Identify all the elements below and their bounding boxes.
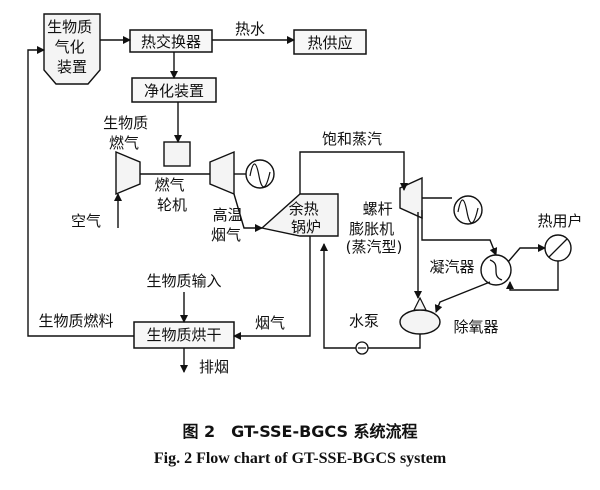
- waste-heat-boiler-label: 余热 锅炉: [289, 200, 324, 236]
- saturated-steam-label: 饱和蒸汽: [322, 130, 382, 148]
- figure-caption-english: Fig. 2 Flow chart of GT-SSE-BGCS system: [153, 450, 447, 467]
- flue-gas-label: 烟气: [255, 314, 285, 332]
- gasifier-label: 生物质 气化 装置: [47, 18, 97, 76]
- condenser-label: 凝汽器: [429, 258, 474, 276]
- deaerator-label: 除氧器: [453, 318, 498, 336]
- screw-expander-node: 螺杆 膨胀机 (蒸汽型): [346, 176, 452, 256]
- exhaust-smoke-label: 排烟: [199, 358, 229, 376]
- water-pump-node: 水泵: [349, 312, 379, 355]
- water-pump-label: 水泵: [349, 312, 379, 330]
- waste-heat-boiler-node: 余热 锅炉: [260, 193, 339, 237]
- condenser-node: 凝汽器: [429, 254, 512, 286]
- generator-icon: [453, 195, 483, 225]
- purifier-label: 净化装置: [144, 82, 204, 100]
- heat-user-label: 热用户: [537, 212, 582, 230]
- gas-turbine-label: 燃气 轮机: [155, 176, 190, 214]
- biomass-dryer-label: 生物质烘干: [146, 326, 221, 344]
- heat-exchanger-node: 热交换器: [129, 29, 213, 53]
- air-label: 空气: [71, 212, 101, 230]
- flow-diagram: 生物质 气化 装置 热交换器 热供应 净化装置 燃气 轮机: [27, 13, 583, 376]
- high-temp-flue-gas-label: 高温 烟气: [211, 206, 247, 244]
- biomass-dryer-node: 生物质烘干: [133, 321, 235, 349]
- deaerator-node: 除氧器: [399, 296, 499, 336]
- heat-supply-label: 热供应: [307, 34, 352, 52]
- purifier-node: 净化装置: [131, 77, 217, 103]
- gasifier-node: 生物质 气化 装置: [43, 13, 101, 85]
- generator-icon: [245, 159, 275, 189]
- figure-caption-chinese: 图 2 GT-SSE-BGCS 系统流程: [182, 422, 418, 441]
- heat-user-node: 热用户: [537, 212, 583, 262]
- gas-turbine-node: 燃气 轮机: [115, 141, 246, 214]
- biomass-fuel-label: 生物质燃料: [38, 312, 113, 330]
- biomass-input-label: 生物质输入: [146, 272, 221, 290]
- biomass-fuel-gas-label: 生物质 燃气: [103, 114, 153, 152]
- heat-exchanger-label: 热交换器: [141, 33, 201, 51]
- heat-supply-node: 热供应: [293, 29, 367, 55]
- hot-water-label: 热水: [235, 20, 265, 38]
- connections: [27, 36, 559, 373]
- screw-expander-label: 螺杆 膨胀机 (蒸汽型): [346, 200, 403, 256]
